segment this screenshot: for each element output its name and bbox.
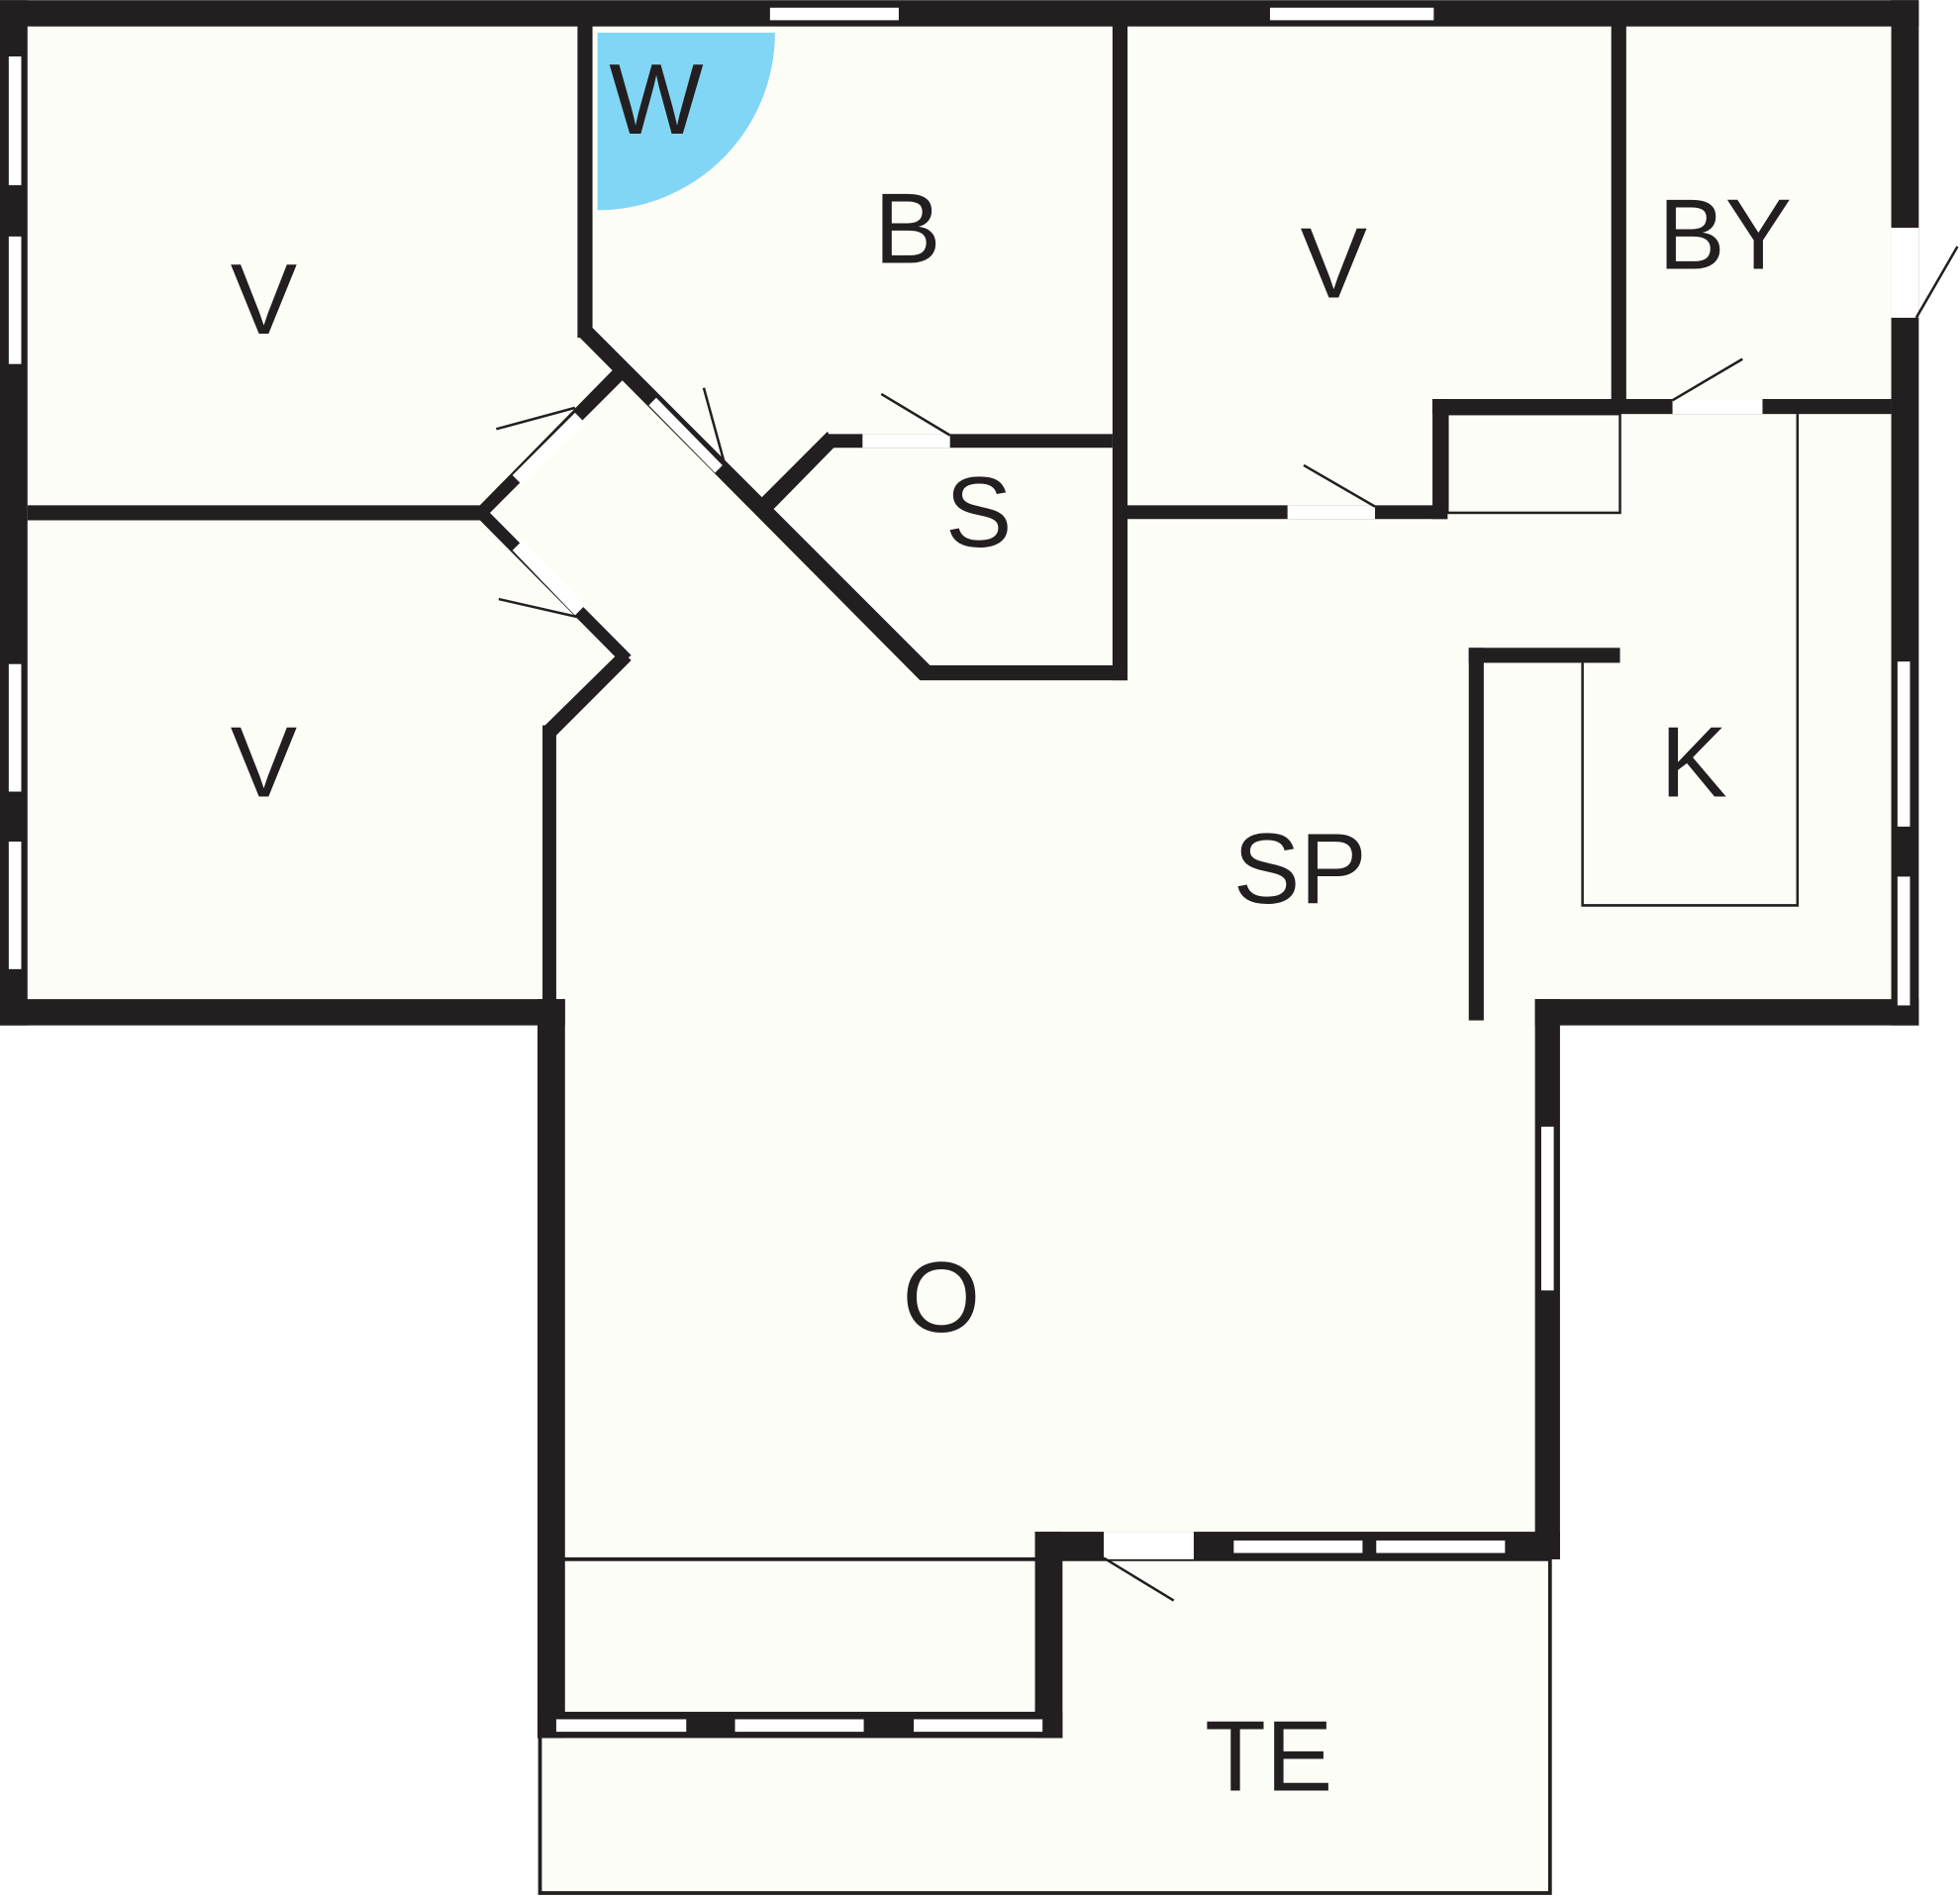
- room-label-bedroom-top-right: V: [1301, 209, 1367, 320]
- door-openings: [512, 228, 1919, 1559]
- door-swings: [495, 246, 1959, 1602]
- outer-walls: [0, 0, 1919, 1739]
- room-label-utility: BY: [1658, 180, 1792, 291]
- wc-fixture: [597, 33, 775, 211]
- room-label-wc: W: [609, 45, 703, 155]
- room-label-kitchen: K: [1660, 707, 1726, 818]
- room-label-bathroom: B: [874, 173, 940, 284]
- room-label-living: O: [903, 1243, 981, 1353]
- room-label-dining: SP: [1233, 814, 1367, 925]
- room-label-bedroom-bottom-left: V: [231, 707, 297, 818]
- room-label-storage: S: [945, 457, 1012, 568]
- room-label-bedroom-top-left: V: [231, 245, 297, 355]
- room-label-terrace: TE: [1205, 1701, 1332, 1812]
- windows: [6, 5, 1913, 1735]
- fixtures: [1446, 412, 1800, 907]
